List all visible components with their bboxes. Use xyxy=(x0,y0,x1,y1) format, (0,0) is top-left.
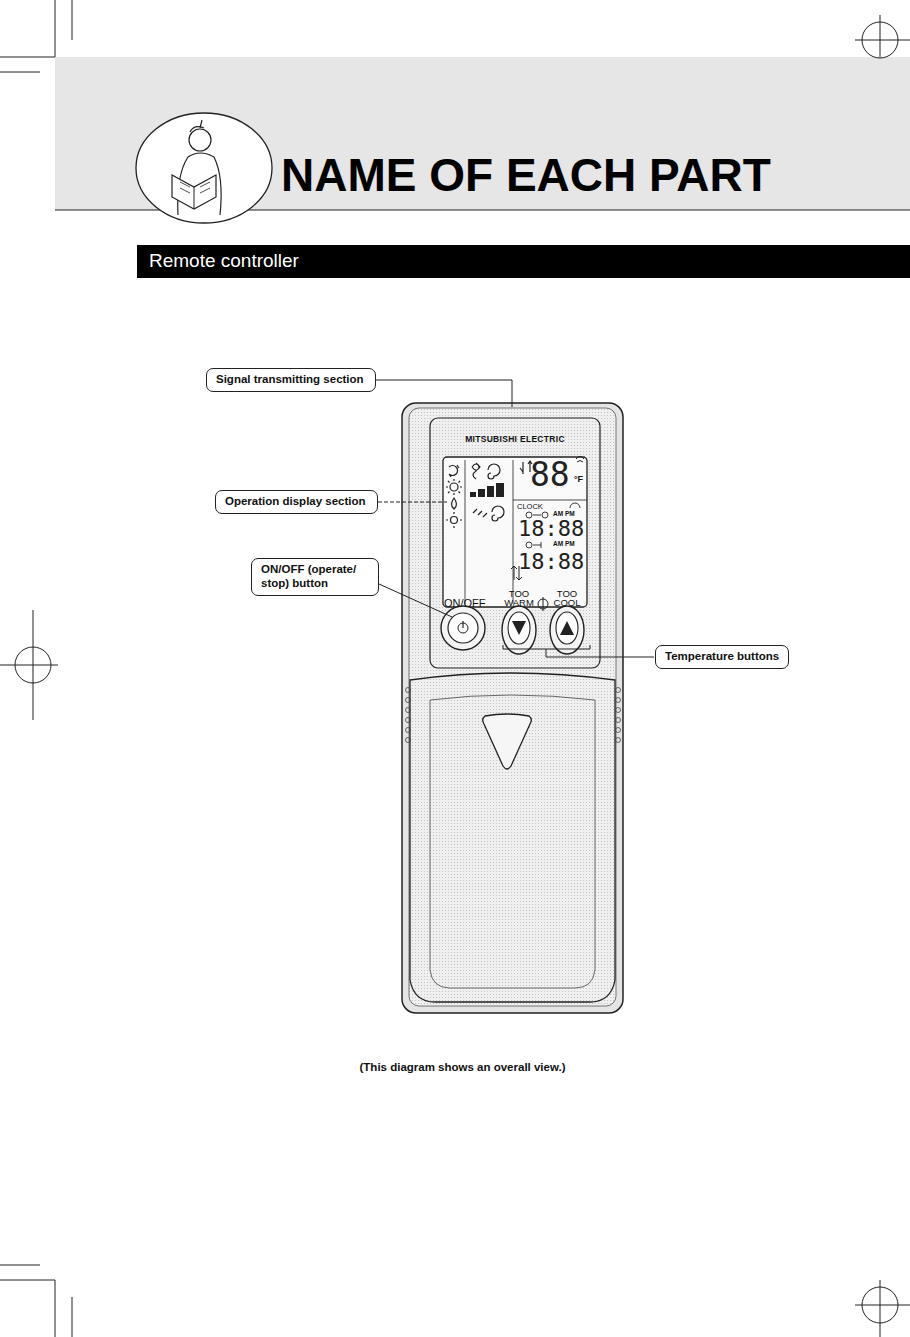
callout-label: Temperature buttons xyxy=(655,645,789,669)
section-band: Remote controller xyxy=(137,245,910,278)
lcd-clock-label: CLOCK xyxy=(517,502,543,511)
lcd-temperature: 88 xyxy=(530,458,570,491)
figure-caption: (This diagram shows an overall view.) xyxy=(300,1061,625,1073)
lcd-time: 18:88 xyxy=(518,518,584,540)
page-title: NAME OF EACH PART xyxy=(281,148,771,202)
node-text: Operation display section xyxy=(225,495,368,509)
leader-lines xyxy=(376,380,654,657)
button-label: ON/OFF xyxy=(444,598,486,609)
node-text: ON/OFF (operate/ stop) button xyxy=(261,563,369,591)
brand-name: MITSUBISHI ELECTRIC xyxy=(438,434,592,444)
node-text: Signal transmitting section xyxy=(216,373,366,387)
lcd-time: 18:88 xyxy=(518,551,584,573)
button-label: TOO COOL xyxy=(551,589,583,607)
lcd-ampm: AM PM xyxy=(553,510,575,517)
lcd-ampm: AM PM xyxy=(553,540,575,547)
button-label: TOO WARM xyxy=(503,589,535,607)
remote-controller xyxy=(402,403,623,1013)
node-text: Temperature buttons xyxy=(665,650,779,664)
reader-illustration xyxy=(136,113,272,223)
callout-label: Signal transmitting section xyxy=(206,368,376,392)
callout-label: ON/OFF (operate/ stop) button xyxy=(251,558,379,596)
lcd-unit: °F xyxy=(574,474,583,484)
callout-label: Operation display section xyxy=(215,490,378,514)
node-text: Remote controller xyxy=(149,250,898,273)
